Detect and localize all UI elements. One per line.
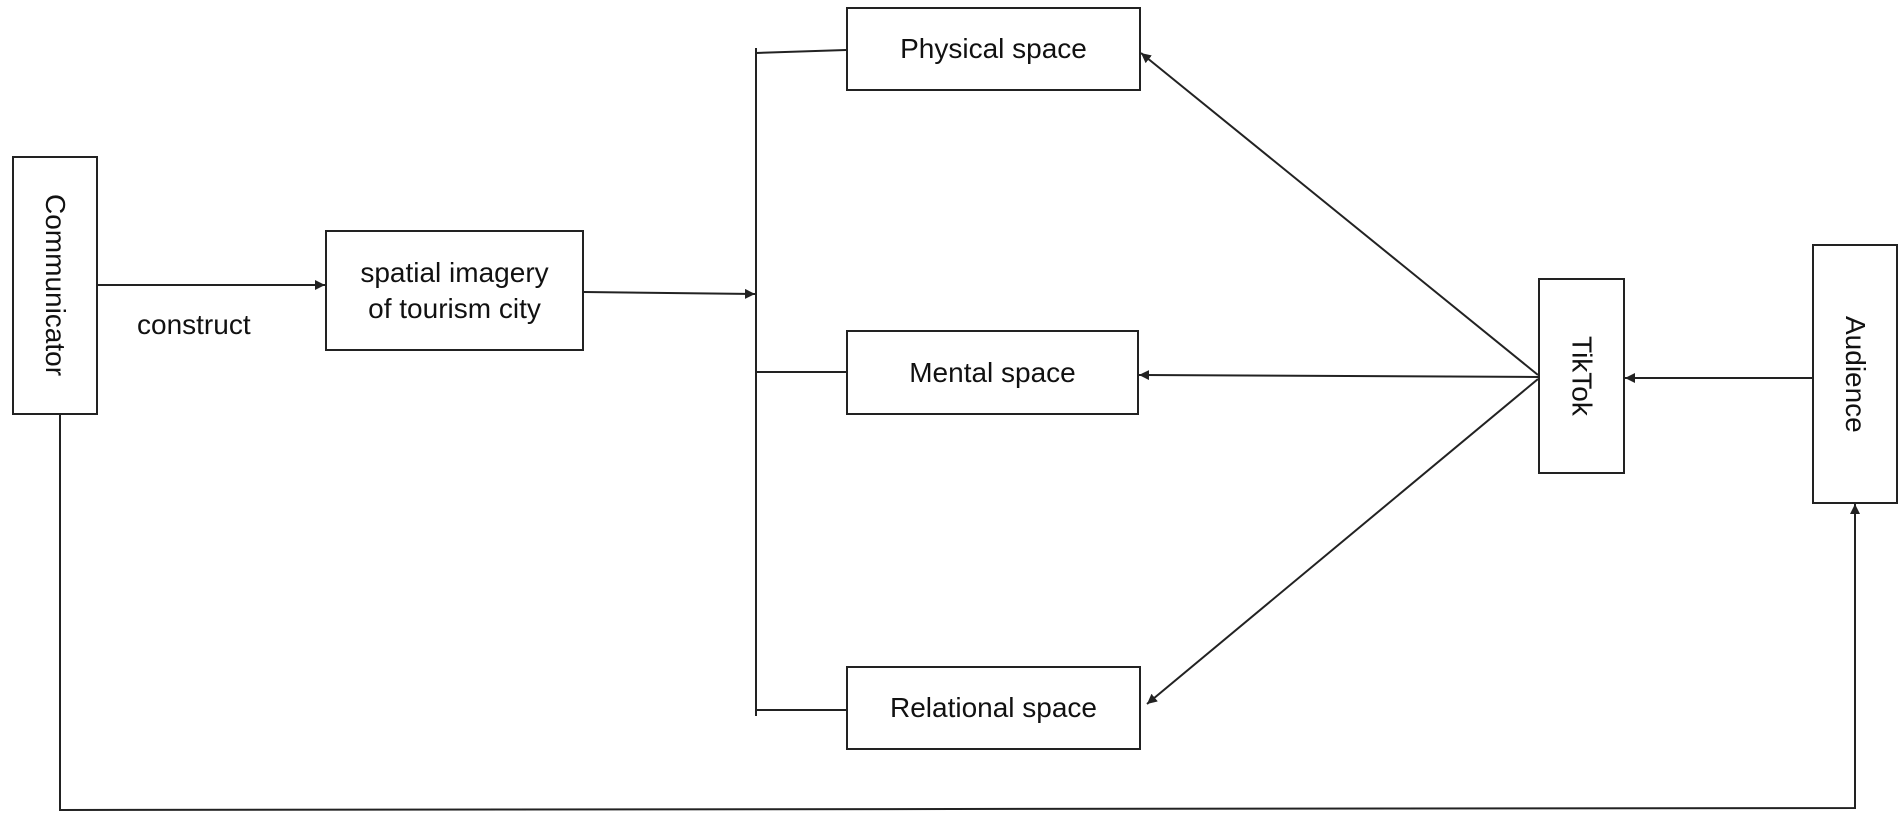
relational-space-label: Relational space	[889, 692, 1098, 723]
audience-label: Audience	[1840, 315, 1871, 433]
arrow-tiktok-to-mental-space	[1138, 370, 1539, 381]
physical-space-label: Physical space	[900, 33, 1087, 64]
tiktok-label: TikTok	[1566, 336, 1598, 416]
mental-space-label: Mental space	[909, 356, 1076, 388]
construct-label: construct	[137, 309, 251, 340]
spatial-imagery-label-line-1: spatial imagery	[360, 256, 549, 288]
communicator-box: Communicator	[12, 156, 98, 415]
tiktok-box: TikTok	[1538, 278, 1625, 474]
spatial-imagery-label-line-2: of tourism city	[368, 292, 541, 324]
spatial-imagery-box: spatial imagery of tourism city	[325, 230, 584, 351]
physical-space-box: Physical space	[846, 7, 1141, 91]
arrow-tiktok-to-physical-space	[1140, 52, 1539, 376]
relational-space-box: Relational space	[846, 666, 1141, 750]
communicator-label: Communicator	[40, 194, 71, 377]
mental-space-box: Mental space	[846, 330, 1139, 415]
arrow-tiktok-to-relational-space	[1146, 378, 1539, 705]
audience-box: Audience	[1812, 244, 1898, 504]
feedback-loop-communicator-to-audience	[59, 414, 1860, 812]
arrow-imagery-to-bracket	[583, 288, 756, 299]
bracket-to-physical-space	[755, 49, 847, 54]
